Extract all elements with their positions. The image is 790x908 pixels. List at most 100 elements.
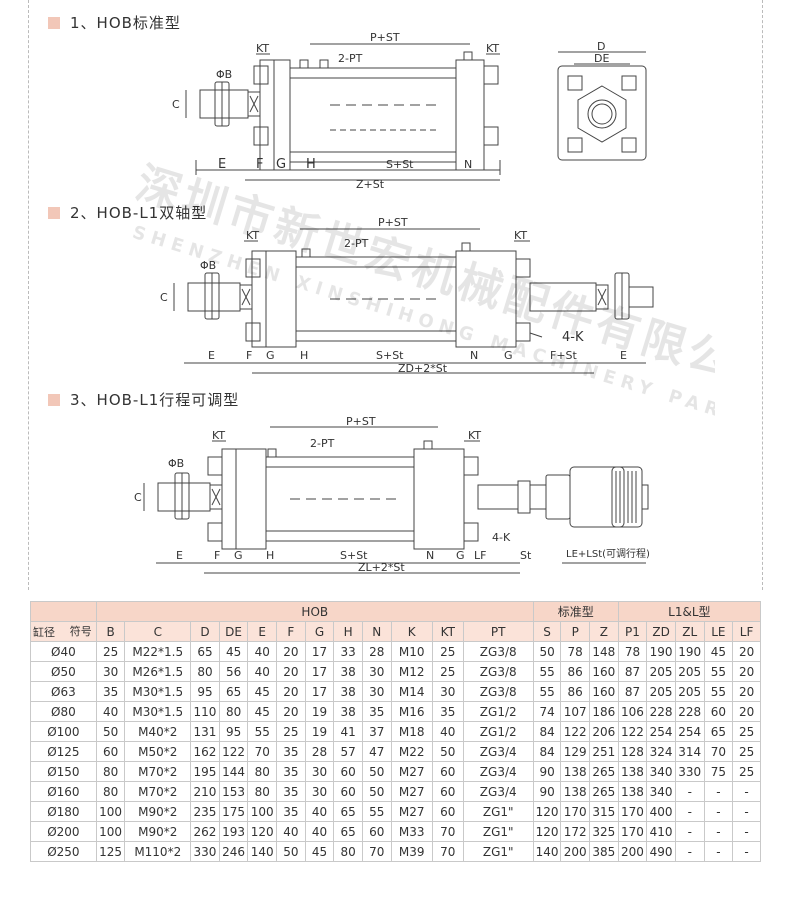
table-cell: 65: [333, 821, 363, 842]
table-cell: 20: [732, 641, 761, 662]
table-cell: 25: [732, 721, 761, 742]
table-cell: 65: [190, 641, 220, 662]
table-cell: 195: [190, 761, 220, 782]
table-cell: -: [732, 801, 761, 822]
table-cell: 228: [674, 701, 705, 722]
table-cell: 45: [703, 641, 734, 662]
dim-phi-b: ΦB: [200, 259, 216, 272]
table-cell: M39: [390, 841, 433, 862]
dim-le: LE+LSt(可调行程): [566, 547, 650, 560]
table-cell: 138: [617, 781, 648, 802]
table-cell: M12: [390, 661, 433, 682]
column-header: B: [95, 621, 126, 642]
table-cell: 78: [617, 641, 648, 662]
table-cell: 74: [532, 701, 562, 722]
table-cell: 170: [560, 801, 590, 822]
table-cell: 25: [276, 721, 306, 742]
table-cell: 340: [646, 781, 676, 802]
dim-e: E: [208, 349, 215, 362]
group-hob: HOB: [95, 601, 534, 622]
drawing-frame: [28, 0, 763, 590]
table-cell: 60: [333, 761, 363, 782]
table-cell: 35: [276, 741, 306, 762]
table-cell: 38: [333, 701, 363, 722]
table-cell: 140: [532, 841, 562, 862]
table-cell: 35: [276, 781, 306, 802]
table-cell: 251: [589, 741, 619, 762]
column-header: KT: [431, 621, 464, 642]
table-cell: 37: [361, 721, 392, 742]
section-title-hob: 1、HOB标准型: [48, 12, 181, 33]
table-cell: 50: [532, 641, 562, 662]
dim-h: H: [306, 157, 316, 172]
table-cell: 228: [646, 701, 676, 722]
dim-c: C: [160, 291, 168, 304]
table-cell: ZG1/2: [462, 721, 534, 742]
table-cell: 490: [646, 841, 676, 862]
table-cell: 65: [333, 801, 363, 822]
dim-pt: 2-PT: [344, 237, 369, 250]
column-header: H: [333, 621, 363, 642]
dim-p-st: P+ST: [378, 216, 408, 229]
table-cell: 200: [560, 841, 590, 862]
dim-p-st: P+ST: [346, 415, 376, 428]
table-cell: 125: [95, 841, 126, 862]
dim-g: G: [266, 349, 275, 362]
table-cell: 120: [532, 821, 562, 842]
column-header: N: [361, 621, 392, 642]
table-cell: 138: [560, 761, 590, 782]
dim-f-st: F+St: [550, 349, 578, 362]
table-cell: 107: [560, 701, 590, 722]
table-cell: 84: [532, 721, 562, 742]
drawing-hob-standard: KT KT P+ST 2-PT ΦB C E F G H S+St N Z+St…: [172, 31, 647, 191]
dim-kt: KT: [468, 429, 481, 442]
table-cell: 254: [674, 721, 705, 742]
table-cell: 40: [247, 641, 278, 662]
table-cell: M26*1.5: [124, 661, 192, 682]
table-cell: 35: [276, 761, 306, 782]
table-cell: 45: [304, 841, 335, 862]
table-cell: M30*1.5: [124, 681, 192, 702]
column-header: K: [390, 621, 433, 642]
dim-g: G: [504, 349, 513, 362]
table-cell: M22: [390, 741, 433, 762]
table-cell: 186: [589, 701, 619, 722]
table-cell: 40: [247, 661, 278, 682]
table-cell: 17: [304, 661, 335, 682]
column-header: ZL: [674, 621, 705, 642]
table-cell: ZG1/2: [462, 701, 534, 722]
table-cell: 235: [190, 801, 220, 822]
table-cell: ZG1": [462, 821, 534, 842]
table-cell: 162: [190, 741, 220, 762]
table-cell: 100: [247, 801, 278, 822]
bore-cell: Ø150: [30, 761, 97, 782]
column-header: E: [247, 621, 278, 642]
table-cell: 138: [560, 781, 590, 802]
table-cell: 38: [333, 661, 363, 682]
table-cell: 30: [361, 661, 392, 682]
column-header: S: [532, 621, 562, 642]
table-cell: 50: [95, 721, 126, 742]
bore-cell: Ø160: [30, 781, 97, 802]
bore-cell: Ø125: [30, 741, 97, 762]
table-cell: 40: [431, 721, 464, 742]
dim-de: DE: [594, 52, 609, 65]
table-cell: 50: [276, 841, 306, 862]
table-cell: 122: [560, 721, 590, 742]
table-cell: 60: [361, 821, 392, 842]
table-cell: 400: [646, 801, 676, 822]
dim-kt: KT: [486, 42, 499, 55]
group-l1: L1&L型: [617, 601, 762, 622]
table-cell: 84: [532, 741, 562, 762]
table-cell: -: [732, 821, 761, 842]
table-cell: 330: [674, 761, 705, 782]
table-cell: 80: [95, 781, 126, 802]
dim-zl: ZL+2*St: [358, 561, 405, 574]
table-cell: 20: [732, 681, 761, 702]
dim-pt: 2-PT: [338, 52, 363, 65]
column-header: C: [124, 621, 192, 642]
